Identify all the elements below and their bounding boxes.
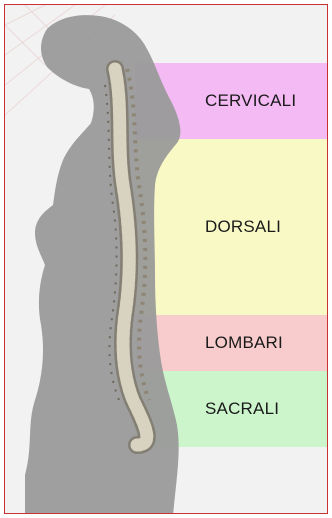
- body-silhouette: [25, 15, 180, 514]
- diagram-frame: CERVICALI DORSALI LOMBARI SACRALI: [4, 4, 328, 514]
- spine-figure: [5, 5, 328, 514]
